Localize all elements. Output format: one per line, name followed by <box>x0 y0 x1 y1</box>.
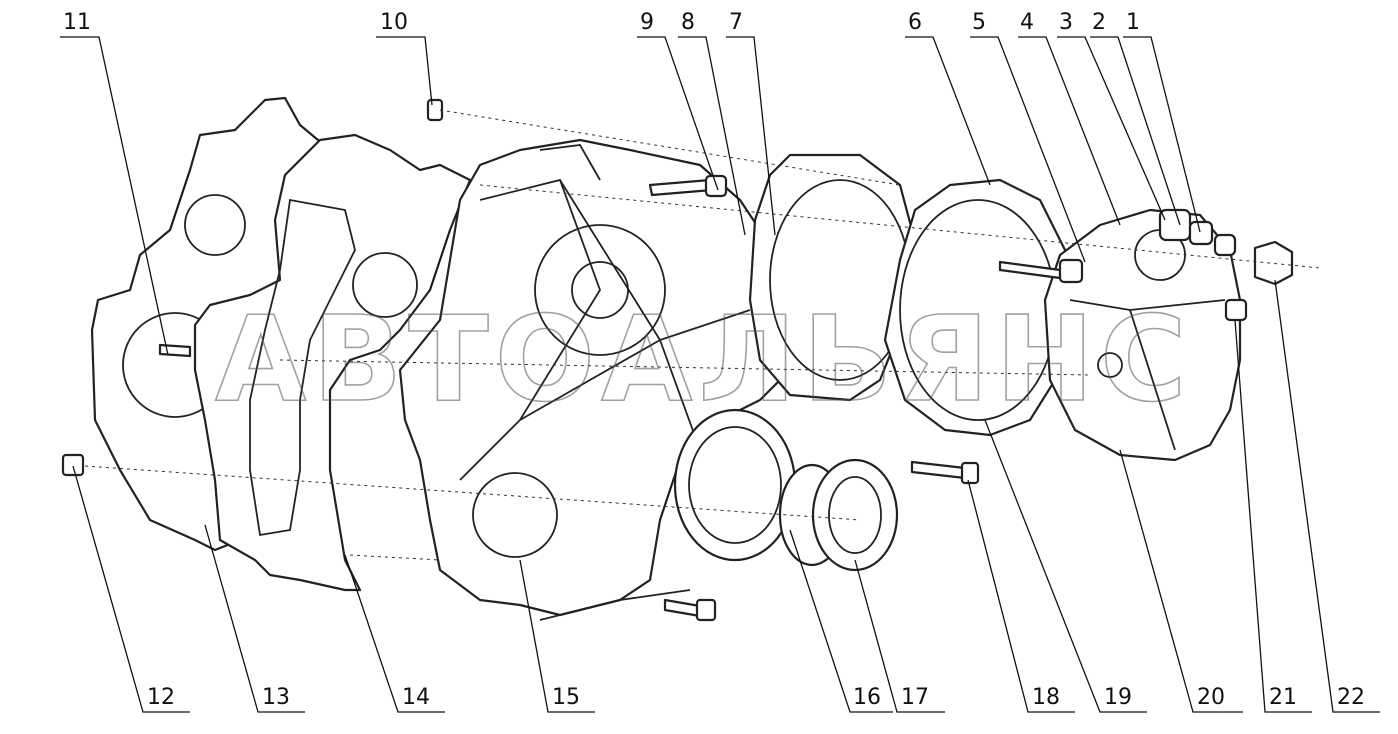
callout-12: 12 <box>147 685 175 710</box>
part-19-gasket-ring <box>883 178 1072 437</box>
part-16-17-seals <box>673 408 899 572</box>
callout-16: 16 <box>853 685 881 710</box>
callout-11: 11 <box>63 10 91 35</box>
callout-4: 4 <box>1020 10 1034 35</box>
callout-9: 9 <box>640 10 654 35</box>
callout-8: 8 <box>681 10 695 35</box>
callout-20: 20 <box>1197 685 1225 710</box>
callout-19: 19 <box>1104 685 1132 710</box>
callout-6: 6 <box>908 10 922 35</box>
callout-leaders <box>60 36 1380 713</box>
part-bolts <box>61 98 1248 622</box>
callout-15: 15 <box>552 685 580 710</box>
callout-labels: 1 2 3 4 5 6 7 8 9 10 11 12 13 14 15 16 1… <box>63 10 1365 710</box>
callout-5: 5 <box>972 10 986 35</box>
part-15-timing-cover <box>398 138 792 621</box>
callout-17: 17 <box>901 685 929 710</box>
part-18-bolt <box>910 460 980 485</box>
part-14-gasket <box>193 133 472 592</box>
callout-22: 22 <box>1337 685 1365 710</box>
callout-10: 10 <box>380 10 408 35</box>
part-20-21-rear-cover <box>1043 208 1242 462</box>
watermark-text: АВТОАЛЬЯНС <box>215 290 1193 428</box>
callout-14: 14 <box>402 685 430 710</box>
callout-3: 3 <box>1059 10 1073 35</box>
callout-2: 2 <box>1092 10 1106 35</box>
callout-13: 13 <box>262 685 290 710</box>
callout-7: 7 <box>729 10 743 35</box>
callout-21: 21 <box>1269 685 1297 710</box>
callout-1: 1 <box>1126 10 1140 35</box>
callout-18: 18 <box>1032 685 1060 710</box>
part-22-plug <box>1253 240 1294 286</box>
assembly-axis-lines <box>84 109 1321 561</box>
